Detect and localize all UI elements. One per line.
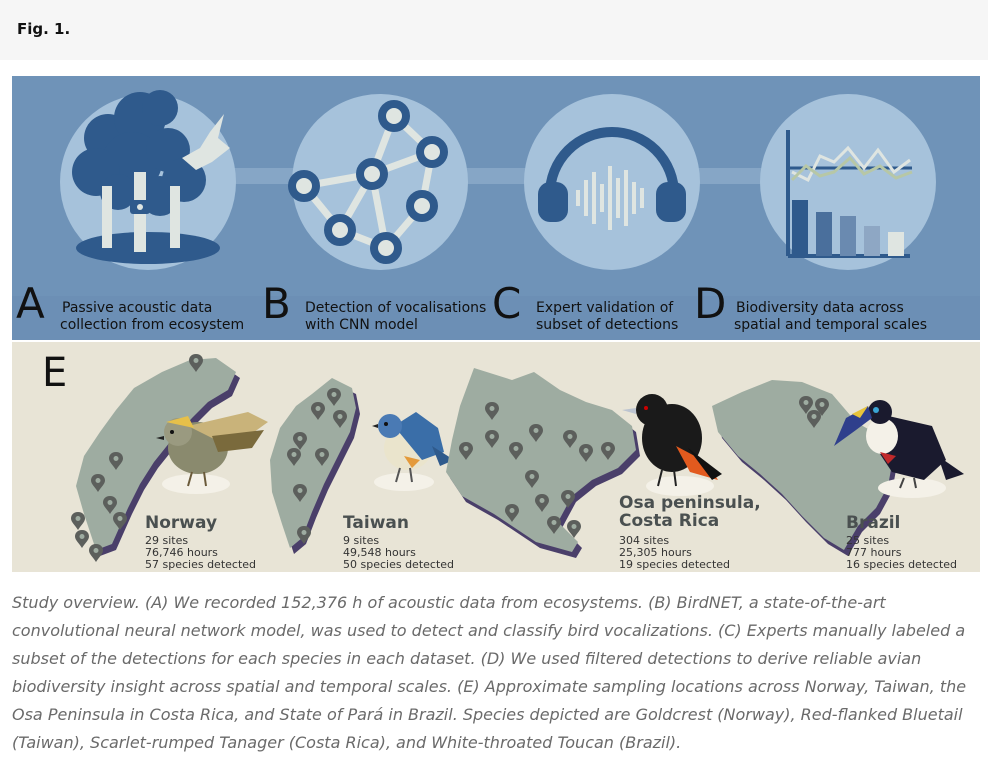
sampling-locations-panel: E Norway 29 sites (12, 342, 980, 572)
region-species: 19 species detected (619, 558, 730, 571)
region-sites: 304 sites (619, 534, 669, 547)
tanager-icon (622, 394, 722, 496)
step-d: D Biodiversity data across spatial and t… (694, 279, 927, 333)
taiwan-map (270, 378, 360, 554)
step-a: A Passive acoustic data collection from … (16, 279, 244, 333)
goldcrest-icon (156, 412, 268, 494)
region-species: 57 species detected (145, 558, 256, 571)
region-species: 16 species detected (846, 558, 957, 571)
taiwan-label: Taiwan 9 sites 49,548 hours 50 species d… (343, 513, 454, 571)
step-label-line2: subset of detections (536, 317, 678, 333)
region-name-line2: Costa Rica (619, 511, 719, 531)
step-letter: C (492, 279, 521, 328)
step-b: B Detection of vocalisations with CNN mo… (262, 279, 486, 333)
step-label-line2: collection from ecosystem (60, 317, 244, 333)
step-c: C Expert validation of subset of detecti… (492, 279, 678, 333)
process-panel: A Passive acoustic data collection from … (12, 76, 980, 340)
step-label-line2: with CNN model (305, 317, 418, 333)
norway-label: Norway 29 sites 76,746 hours 57 species … (145, 513, 256, 571)
region-sites: 25 sites (846, 534, 889, 547)
panel-e-letter: E (42, 350, 67, 396)
region-name: Osa peninsula, (619, 493, 761, 513)
figure-header: Fig. 1. (0, 0, 988, 60)
region-name: Taiwan (343, 513, 409, 533)
region-name: Norway (145, 513, 217, 533)
step-label-line1: Passive acoustic data (62, 300, 212, 316)
figure-label: Fig. 1. (17, 20, 71, 38)
brazil-label: Brazil 25 sites 777 hours 16 species det… (846, 513, 957, 571)
region-hours: 49,548 hours (343, 546, 416, 559)
region-species: 50 species detected (343, 558, 454, 571)
figure-caption: Study overview. (A) We recorded 152,376 … (12, 593, 967, 752)
step-letter: B (262, 279, 291, 328)
region-sites: 29 sites (145, 534, 188, 547)
neural-network-icon (288, 94, 468, 270)
step-letter: A (16, 279, 45, 328)
region-name: Brazil (846, 513, 900, 533)
step-label-line1: Biodiversity data across (736, 300, 904, 316)
norway-map (71, 354, 240, 562)
region-sites: 9 sites (343, 534, 379, 547)
chart-icon (760, 94, 936, 270)
costa-rica-label: Osa peninsula, Costa Rica 304 sites 25,3… (619, 493, 761, 571)
step-letter: D (694, 279, 726, 328)
step-label-line1: Detection of vocalisations (305, 300, 486, 316)
costa-rica-map (446, 368, 640, 558)
bluetail-icon (372, 412, 454, 491)
study-overview-figure: A Passive acoustic data collection from … (12, 76, 980, 572)
toucan-icon (834, 400, 964, 498)
step-label-line2: spatial and temporal scales (734, 317, 927, 333)
region-hours: 76,746 hours (145, 546, 218, 559)
forest-recorder-icon (60, 90, 236, 270)
region-hours: 25,305 hours (619, 546, 692, 559)
region-hours: 777 hours (846, 546, 902, 559)
headphones-icon (524, 94, 700, 270)
step-label-line1: Expert validation of (536, 300, 674, 316)
